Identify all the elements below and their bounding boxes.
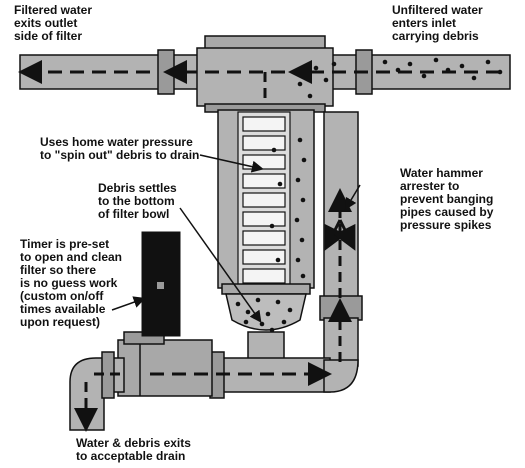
debris-particle [382,59,388,65]
unfiltered-water-label: Unfiltered water enters inlet carrying d… [392,3,483,43]
debris-particle [245,309,251,315]
debris-particle [433,57,439,63]
debris-particle [313,65,319,71]
screen-segment [242,211,286,227]
debris-particle [421,73,427,79]
debris-particle [277,181,283,187]
timer-label: Timer is pre-set to open and clean filte… [20,237,123,329]
filtered-water-label: Filtered water exits outlet side of filt… [14,3,93,43]
flow-arrows [18,60,500,432]
debris-particle [445,67,451,73]
debris-particle [299,237,305,243]
filter-screen [242,116,286,284]
debris-particle [269,327,275,333]
debris-particle [295,257,301,263]
debris-particle [485,59,491,65]
debris-particle [307,93,313,99]
screen-segment [242,192,286,208]
screen-segment [242,230,286,246]
water-hammer-label: Water hammer arrester to prevent banging… [400,166,494,232]
debris-particle [323,77,329,83]
timer-box [141,231,181,337]
debris-particle [243,319,249,325]
debris-particle [459,63,465,69]
debris-particle [395,67,401,73]
debris-particle [300,197,306,203]
screen-segment [242,135,286,151]
debris-particle [297,137,303,143]
debris-particle [271,147,277,153]
bowl-stem [247,331,285,363]
debris-particle [497,69,503,75]
drain-pipe [69,351,125,431]
debris-particle [265,311,271,317]
debris-particle [275,257,281,263]
callout-lines [111,154,361,323]
debris-particle [275,299,281,305]
debris-particle [281,319,287,325]
screen-segment [242,154,286,170]
drain-valve [117,331,213,397]
debris-particle [295,177,301,183]
screen-segment [242,173,286,189]
debris-particle [255,297,261,303]
debris-particle [331,61,337,67]
screen-segment [242,249,286,265]
debris-particle [407,61,413,67]
drain-label: Water & debris exits to acceptable drain [76,436,191,463]
debris-particle [287,307,293,313]
filter-bowl [221,283,311,331]
screen-segment [242,116,286,132]
debris-particle [300,273,306,279]
debris-particle [259,321,265,327]
home-pressure-label: Uses home water pressure to "spin out" d… [40,135,200,162]
debris-particle [235,301,241,307]
debris-settles-label: Debris settles to the bottom of filter b… [98,181,177,221]
screen-segment [242,268,286,284]
debris-particle [301,157,307,163]
debris-particles [235,57,503,333]
debris-particle [471,75,477,81]
debris-particle [269,223,275,229]
debris-particle [294,217,300,223]
debris-particle [297,81,303,87]
